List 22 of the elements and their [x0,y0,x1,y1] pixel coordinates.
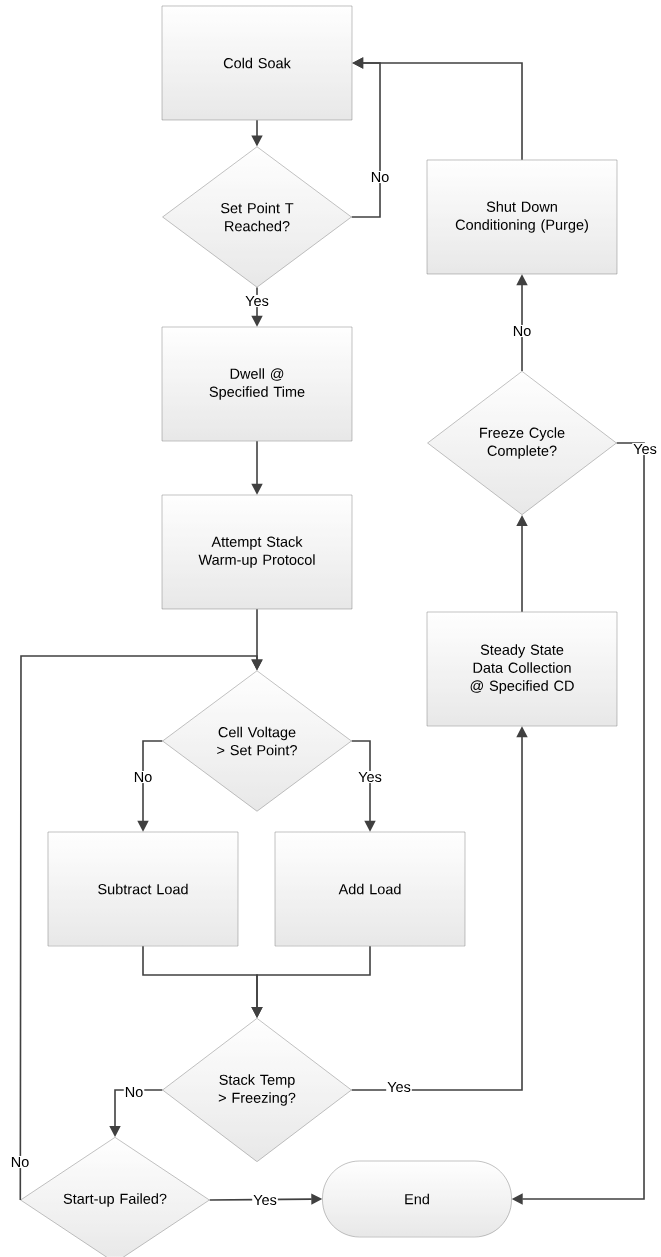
edge-label: No [132,770,154,784]
terminal-oval: End [322,1160,512,1238]
process-box: Cold Soak [161,5,353,121]
edge-label: No [369,170,391,184]
process-box: Shut Down Conditioning (Purge) [426,159,618,275]
process-box: Attempt Stack Warm-up Protocol [161,494,353,610]
edge-label: No [123,1085,145,1099]
arrow [516,515,528,613]
process-box: Steady State Data Collection @ Specified CD [426,611,618,727]
edge-label: Yes [252,1193,278,1207]
edge-label: Yes [244,294,270,308]
edge-label: No [9,1155,31,1169]
process-box: Add Load [274,831,466,947]
arrow [251,945,371,1018]
arrow [19,655,263,1201]
edge-label: Yes [357,770,383,784]
process-box: Subtract Load [47,831,239,947]
process-box: Dwell @ Specified Time [161,326,353,442]
edge-label: No [511,324,533,338]
edge-label: Yes [632,442,658,456]
edge-label: Yes [386,1080,412,1094]
arrow [109,1089,164,1137]
